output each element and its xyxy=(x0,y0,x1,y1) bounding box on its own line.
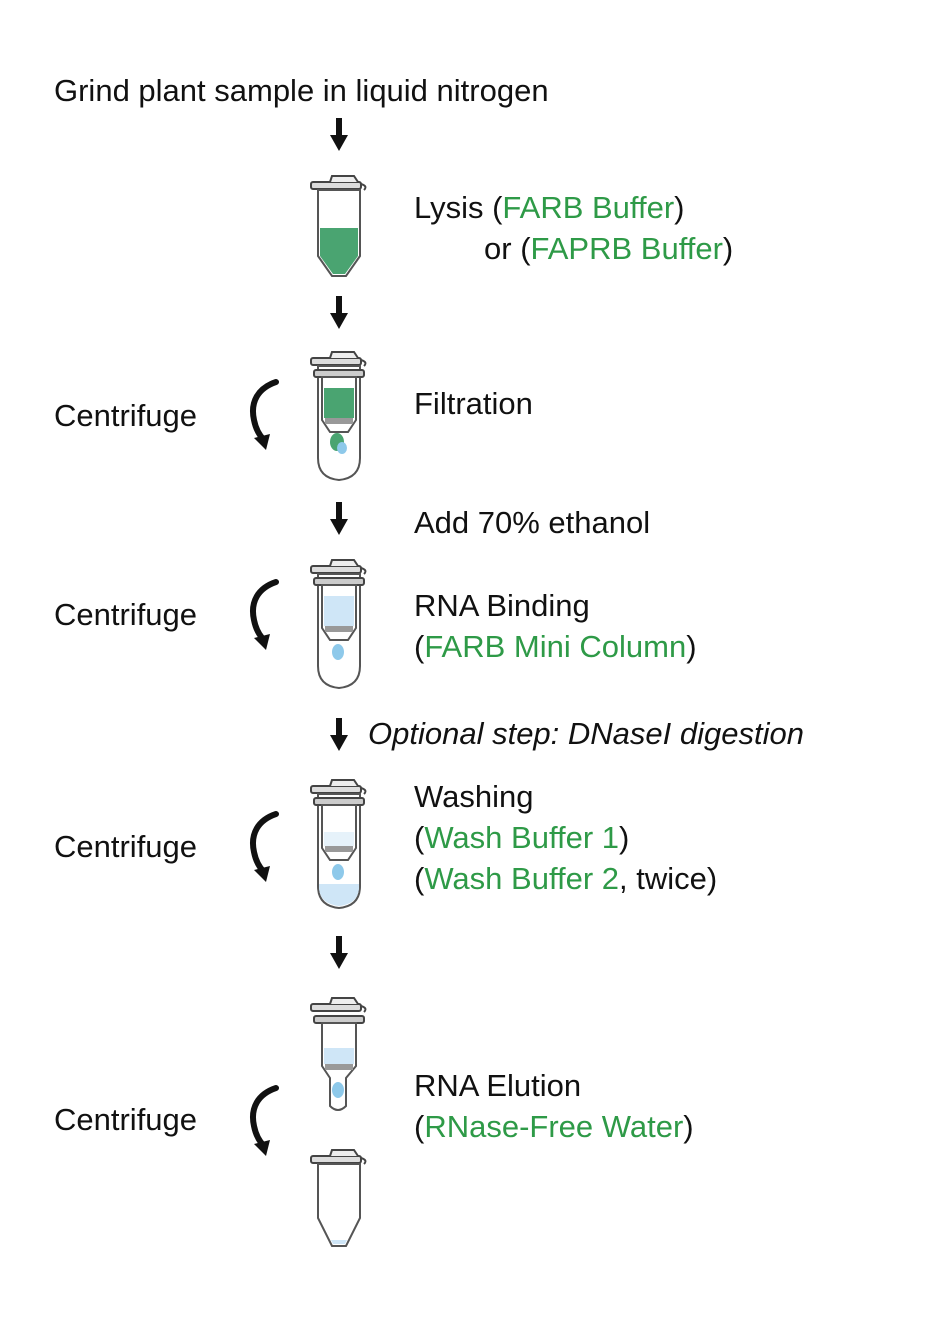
title-text: Grind plant sample in liquid nitrogen xyxy=(54,73,549,108)
wash-buffer-1-line: (Wash Buffer 1) xyxy=(414,820,630,855)
down-arrow-icon xyxy=(330,936,348,969)
lysis-line1: Lysis (FARB Buffer) xyxy=(414,190,685,225)
down-arrow-icon xyxy=(330,502,348,535)
wash-buffer-2-line: (Wash Buffer 2, twice) xyxy=(414,861,718,896)
down-arrow-icon xyxy=(330,718,348,751)
optional-step-text: Optional step: DNaseI digestion xyxy=(368,716,804,751)
rnase-free-water-line: (RNase-Free Water) xyxy=(414,1109,694,1144)
curved-arrow-icon xyxy=(242,578,288,658)
faprb-buffer-text: FAPRB Buffer xyxy=(530,231,723,266)
centrifuge-label-3: Centrifuge xyxy=(54,829,198,864)
lysis-label: Lysis xyxy=(414,190,484,225)
or-text: or xyxy=(484,231,512,266)
microtube-icon xyxy=(310,1149,367,1247)
spin-column-icon xyxy=(310,779,367,910)
microtube-icon xyxy=(310,175,367,277)
spin-column-icon xyxy=(310,351,367,482)
spin-column-icon xyxy=(310,559,367,690)
wash-buffer-1-text: Wash Buffer 1 xyxy=(424,820,620,855)
washing-label: Washing xyxy=(414,779,534,814)
twice-text: , twice xyxy=(619,861,707,896)
curved-arrow-icon xyxy=(242,378,288,458)
curved-arrow-icon xyxy=(242,1084,288,1164)
wash-buffer-2-text: Wash Buffer 2 xyxy=(424,861,620,896)
rna-binding-label: RNA Binding xyxy=(414,588,590,623)
rnase-free-water-text: RNase-Free Water xyxy=(424,1109,684,1144)
rna-elution-label: RNA Elution xyxy=(414,1068,582,1103)
filtration-label: Filtration xyxy=(414,386,533,421)
curved-arrow-icon xyxy=(242,810,288,890)
centrifuge-label-2: Centrifuge xyxy=(54,597,198,632)
farb-buffer-text: FARB Buffer xyxy=(502,190,675,225)
centrifuge-label-1: Centrifuge xyxy=(54,398,198,433)
down-arrow-icon xyxy=(330,296,348,329)
farb-mini-column-text: FARB Mini Column xyxy=(424,629,687,664)
down-arrow-icon xyxy=(330,118,348,151)
spin-column-icon xyxy=(310,997,367,1111)
binding-column-line: (FARB Mini Column) xyxy=(414,629,697,664)
centrifuge-label-4: Centrifuge xyxy=(54,1102,198,1137)
add-ethanol-text: Add 70% ethanol xyxy=(414,505,651,540)
lysis-line2: or (FAPRB Buffer) xyxy=(484,231,734,266)
